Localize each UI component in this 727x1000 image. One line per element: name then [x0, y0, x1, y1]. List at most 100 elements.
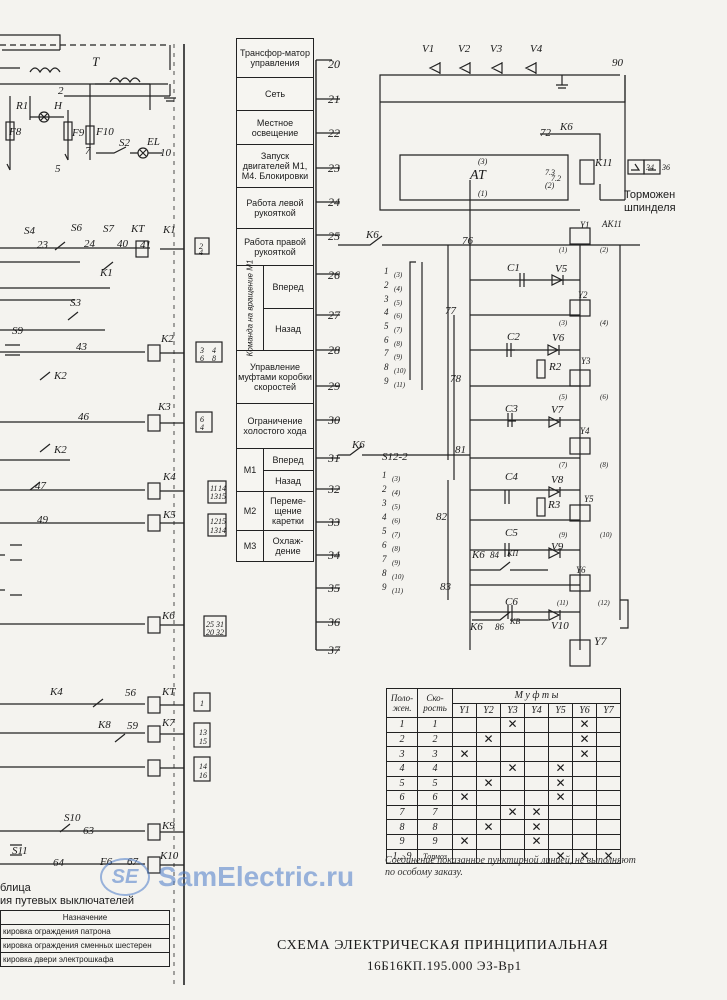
- switch-table-cell: кировка ограждения сменных шестерен: [0, 938, 170, 953]
- label-y5: Y5: [584, 494, 594, 504]
- cell-speed: 2: [417, 731, 453, 748]
- pos-pin: (4): [394, 285, 403, 293]
- clutch-pin: (10): [600, 531, 612, 539]
- cell-mark: ✕: [476, 731, 501, 748]
- cell-mark: [596, 760, 621, 777]
- cell-mark: [476, 760, 501, 777]
- watermark-logo: SE: [100, 858, 150, 896]
- cell-mark: ✕: [500, 760, 525, 777]
- row-number: 24: [328, 195, 340, 209]
- label-78: 78: [450, 373, 461, 385]
- cell-mark: ✕: [548, 760, 573, 777]
- label-k10: К10: [160, 850, 179, 862]
- relay-coils-left: [29, 237, 227, 874]
- header-col: Y6: [572, 702, 597, 719]
- label-c5: C5: [505, 527, 518, 539]
- contact-ref: 4: [200, 423, 204, 432]
- cell-mark: [572, 775, 597, 792]
- pos-pin: (3): [392, 475, 401, 483]
- diode-label: V4: [530, 43, 543, 55]
- contact-ref: 11: [210, 484, 218, 493]
- label-c2: C2: [507, 331, 520, 343]
- cell-mark: [572, 819, 597, 835]
- cell-mark: [452, 717, 477, 733]
- cell-speed: 8: [417, 819, 453, 835]
- label-kp: КП: [507, 549, 519, 558]
- label-82: 82: [436, 511, 447, 523]
- cell-mark: [548, 819, 573, 835]
- label-k3: К3: [158, 401, 171, 413]
- cell-mark: ✕: [500, 717, 525, 733]
- pos-pin: (10): [394, 367, 406, 375]
- cell-pos: 3: [386, 746, 418, 762]
- label-n10: 10: [160, 147, 171, 159]
- cell-pos: 9: [386, 833, 418, 850]
- row-number: 34: [328, 548, 340, 562]
- cell-mark: ✕: [572, 746, 597, 762]
- header-speed: Ско-рость: [417, 687, 453, 719]
- pos-pin: (7): [394, 326, 403, 334]
- pos-pin: (9): [394, 353, 403, 361]
- at-label: АТ: [470, 168, 486, 183]
- legend-row: Сеть: [237, 78, 313, 111]
- label-k1: К1: [163, 224, 176, 236]
- cell-mark: [596, 775, 621, 792]
- clutch-pin: (1): [559, 246, 568, 254]
- cell-mark: [476, 717, 501, 733]
- cell-mark: ✕: [596, 848, 621, 865]
- transformer-section: [0, 34, 176, 171]
- legend-row: Ограничение холостого хода: [237, 404, 313, 449]
- row-number: 36: [328, 615, 340, 629]
- legend-row: Назад: [263, 470, 313, 492]
- label-y7: Y7: [594, 634, 607, 648]
- contact-ref: 15: [218, 492, 226, 501]
- label-n23: 23: [37, 239, 48, 251]
- cell-mark: ✕: [572, 731, 597, 748]
- legend-motor: М1: [237, 449, 264, 492]
- cell-mark: [572, 833, 597, 850]
- label-77: 77: [445, 305, 456, 317]
- label-v8: V8: [551, 474, 564, 486]
- row-number: 27: [328, 308, 340, 322]
- cell-mark: ✕: [548, 790, 573, 806]
- label-kt2: КТ: [162, 686, 176, 698]
- label-v5: V5: [555, 263, 568, 275]
- legend-row: Охлаж-дение: [272, 536, 304, 556]
- pos: 2: [384, 280, 389, 290]
- contact-ref: 4: [199, 248, 203, 257]
- cell-mark: ✕: [452, 790, 477, 806]
- label-v6: V6: [552, 332, 565, 344]
- row-number: 29: [328, 379, 340, 393]
- header-pos: Поло-жен.: [386, 687, 418, 719]
- cell-mark: [548, 833, 573, 850]
- contact-ref: 4: [212, 346, 216, 355]
- cell-mark: [572, 760, 597, 777]
- pos: 2: [382, 484, 387, 494]
- label-k4b: К4: [50, 686, 63, 698]
- switch-table-cell: кировка двери электрошкафа: [0, 952, 170, 967]
- legend-group-rotation: [237, 266, 313, 351]
- pos: 5: [382, 526, 387, 536]
- cell-mark: ✕: [476, 775, 501, 792]
- cell-mark: [524, 746, 549, 762]
- label-v9: V9: [551, 541, 564, 553]
- cell-pos: 4: [386, 760, 418, 777]
- contact-ref: 2: [199, 242, 203, 251]
- label-s3: S3: [70, 297, 81, 309]
- label-v7: V7: [551, 404, 564, 416]
- pos: 4: [384, 307, 389, 317]
- contact-ref: 14: [218, 526, 226, 535]
- pos: 8: [384, 362, 389, 372]
- cell-mark: ✕: [572, 717, 597, 733]
- label-n46: 46: [78, 411, 89, 423]
- pos-pin: (6): [392, 517, 401, 525]
- cell-mark: [476, 790, 501, 806]
- legend-row: Вперед: [263, 266, 313, 309]
- cell-mark: [524, 717, 549, 733]
- label-n24: 24: [84, 238, 95, 250]
- rail-label: 90: [612, 57, 623, 69]
- label-76: 76: [462, 235, 473, 247]
- cell-mark: [548, 717, 573, 733]
